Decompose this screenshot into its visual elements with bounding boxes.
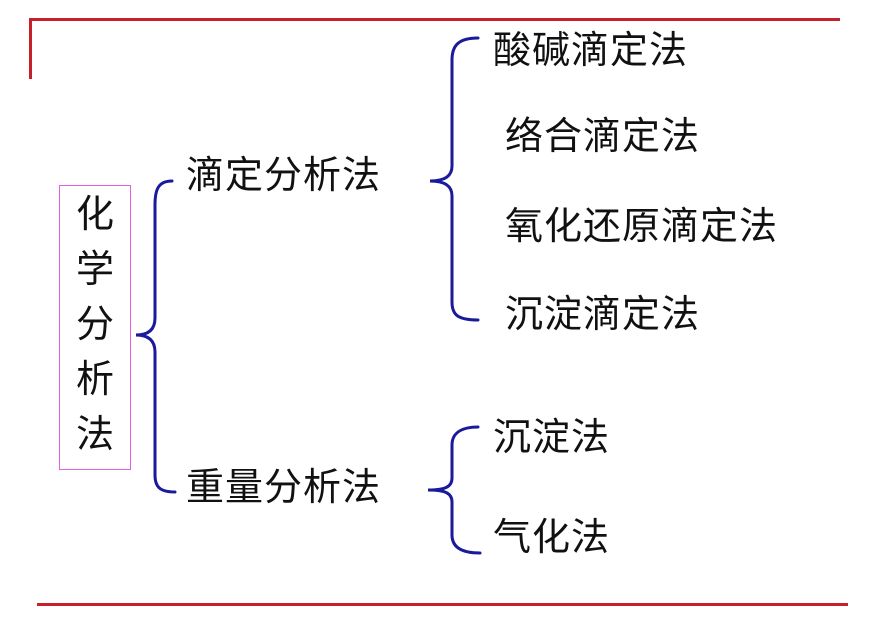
leaf-precipitation-method: 沉淀法 <box>493 415 611 459</box>
top-rule <box>29 18 840 21</box>
gravimetric-brace-icon <box>427 425 482 555</box>
branch-titration: 滴定分析法 <box>186 153 382 197</box>
root-char: 化 <box>75 192 114 236</box>
branch-gravimetric: 重量分析法 <box>186 465 382 509</box>
leaf-complexometric-titration: 络合滴定法 <box>505 114 701 158</box>
root-char: 分 <box>75 302 114 346</box>
left-rule <box>29 18 32 79</box>
leaf-acid-base-titration: 酸碱滴定法 <box>493 28 689 72</box>
bottom-rule <box>37 603 848 606</box>
root-brace-icon <box>135 179 177 494</box>
root-char: 法 <box>75 412 114 456</box>
root-char: 析 <box>75 357 114 401</box>
leaf-volatilization-method: 气化法 <box>493 515 611 559</box>
root-char: 学 <box>75 247 114 291</box>
titration-brace-icon <box>429 36 480 322</box>
leaf-precipitation-titration: 沉淀滴定法 <box>505 292 701 336</box>
root-node: 化 学 分 析 法 <box>59 185 131 470</box>
leaf-redox-titration: 氧化还原滴定法 <box>505 204 779 248</box>
